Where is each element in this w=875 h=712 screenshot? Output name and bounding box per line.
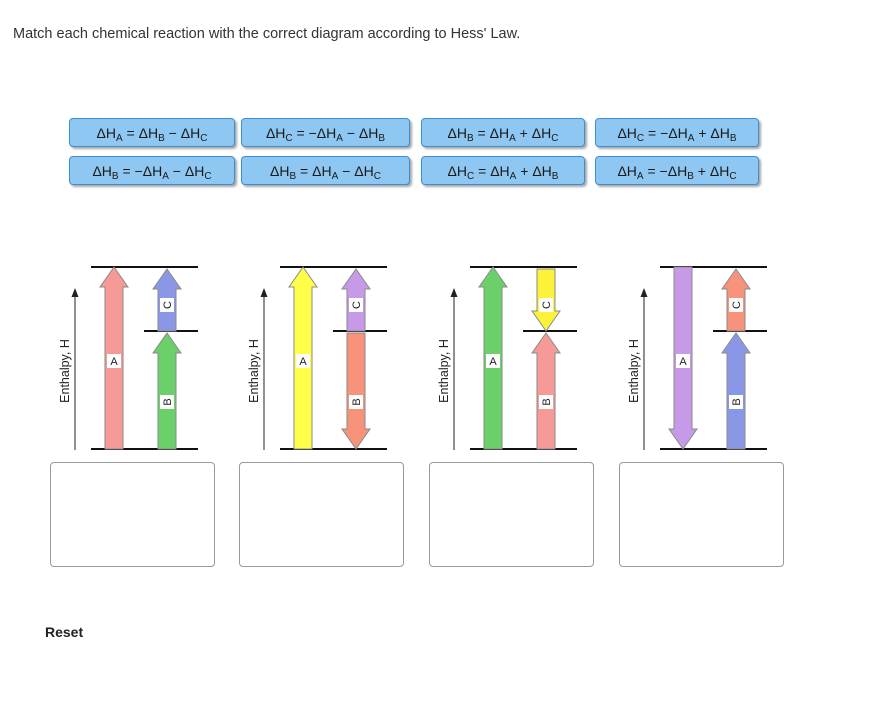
svg-text:A: A: [110, 356, 118, 368]
arrow-b: B: [531, 332, 561, 450]
reaction-chip-7[interactable]: ΔHC = ΔHA + ΔHB: [421, 156, 585, 185]
reaction-chip-2[interactable]: ΔHC = −ΔHA − ΔHB: [241, 118, 410, 147]
enthalpy-axis: Enthalpy, H: [437, 288, 458, 450]
drop-zone-1[interactable]: [50, 462, 215, 567]
reaction-chip-1[interactable]: ΔHA = ΔHB − ΔHC: [69, 118, 235, 147]
enthalpy-axis-label: Enthalpy, H: [58, 339, 72, 403]
enthalpy-axis-label: Enthalpy, H: [627, 339, 641, 403]
enthalpy-axis-label: Enthalpy, H: [247, 339, 261, 403]
arrow-c: C: [531, 268, 561, 332]
svg-text:B: B: [731, 398, 743, 405]
svg-text:C: C: [541, 301, 553, 309]
svg-text:C: C: [162, 301, 174, 309]
svg-text:C: C: [731, 301, 743, 309]
arrow-c: C: [152, 268, 182, 332]
enthalpy-axis: Enthalpy, H: [58, 288, 79, 450]
reset-button[interactable]: Reset: [45, 624, 84, 640]
reaction-chip-6[interactable]: ΔHB = ΔHA − ΔHC: [241, 156, 410, 185]
arrow-b: B: [152, 332, 182, 450]
reaction-chip-3[interactable]: ΔHB = ΔHA + ΔHC: [421, 118, 585, 147]
arrow-c: C: [341, 268, 371, 332]
arrow-a: A: [668, 266, 698, 450]
drop-zone-3[interactable]: [429, 462, 594, 567]
arrow-b: B: [721, 332, 751, 450]
reaction-chip-4[interactable]: ΔHC = −ΔHA + ΔHB: [595, 118, 759, 147]
enthalpy-diagram-4: Enthalpy, H A C B: [617, 255, 787, 460]
svg-text:A: A: [489, 356, 497, 368]
enthalpy-diagram-1: Enthalpy, H A C B: [48, 255, 218, 460]
enthalpy-axis: Enthalpy, H: [247, 288, 268, 450]
svg-text:A: A: [299, 356, 307, 368]
svg-text:B: B: [162, 398, 174, 405]
drop-zone-4[interactable]: [619, 462, 784, 567]
enthalpy-axis-label: Enthalpy, H: [437, 339, 451, 403]
drop-zone-2[interactable]: [239, 462, 404, 567]
svg-text:B: B: [541, 398, 553, 405]
arrow-a: A: [288, 266, 318, 450]
svg-text:B: B: [351, 398, 363, 405]
enthalpy-diagram-2: Enthalpy, H A C B: [237, 255, 407, 460]
enthalpy-axis: Enthalpy, H: [627, 288, 648, 450]
arrow-a: A: [99, 266, 129, 450]
arrow-c: C: [721, 268, 751, 332]
arrow-a: A: [478, 266, 508, 450]
svg-text:A: A: [679, 356, 687, 368]
svg-text:C: C: [351, 301, 363, 309]
instructions-text: Match each chemical reaction with the co…: [13, 26, 521, 42]
reaction-chip-8[interactable]: ΔHA = −ΔHB + ΔHC: [595, 156, 759, 185]
arrow-b: B: [341, 332, 371, 450]
reaction-chip-5[interactable]: ΔHB = −ΔHA − ΔHC: [69, 156, 235, 185]
enthalpy-diagram-3: Enthalpy, H A C B: [427, 255, 597, 460]
